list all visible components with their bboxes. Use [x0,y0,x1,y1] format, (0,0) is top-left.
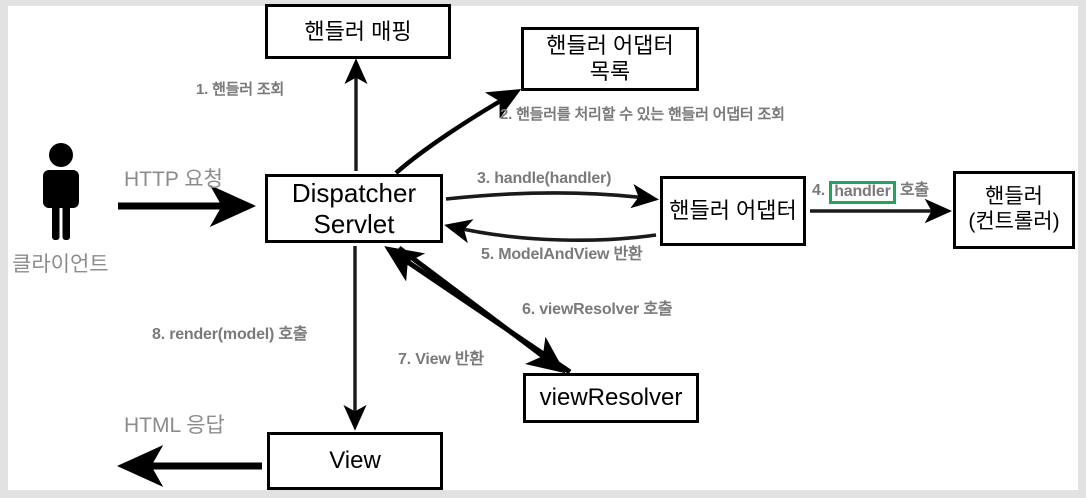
label-step8: 8. render(model) 호출 [152,326,308,343]
label-step4: 4. handler 호출 [812,176,929,204]
label-step4-highlight: handler [829,181,896,204]
client-label: 클라이언트 [12,253,109,276]
node-controller[interactable]: 핸들러 (컨트롤러) [953,171,1075,249]
node-handler-adapter-list[interactable]: 핸들러 어댑터 목록 [521,27,699,91]
node-view[interactable]: View [267,432,443,490]
label-step3: 3. handle(handler) [477,170,612,187]
label-step6: 6. viewResolver 호출 [522,301,673,318]
label-http-request: HTTP 요청 [124,168,223,191]
node-handler-mapping[interactable]: 핸들러 매핑 [265,4,451,59]
label-step4-prefix: 4. [812,182,825,199]
person-icon [43,143,79,240]
node-handler-adapter[interactable]: 핸들러 어댑터 [660,176,806,246]
node-view-resolver[interactable]: viewResolver [523,373,699,423]
label-html-response: HTML 응답 [124,414,225,437]
label-step7: 7. View 반환 [398,351,484,368]
label-step5: 5. ModelAndView 반환 [481,246,643,263]
label-step1: 1. 핸들러 조회 [196,81,285,98]
label-step4-suffix: 호출 [899,182,929,199]
label-step2: 2. 핸들러를 처리할 수 있는 핸들러 어댑터 조회 [500,106,785,123]
node-dispatcher-servlet[interactable]: Dispatcher Servlet [265,174,443,243]
